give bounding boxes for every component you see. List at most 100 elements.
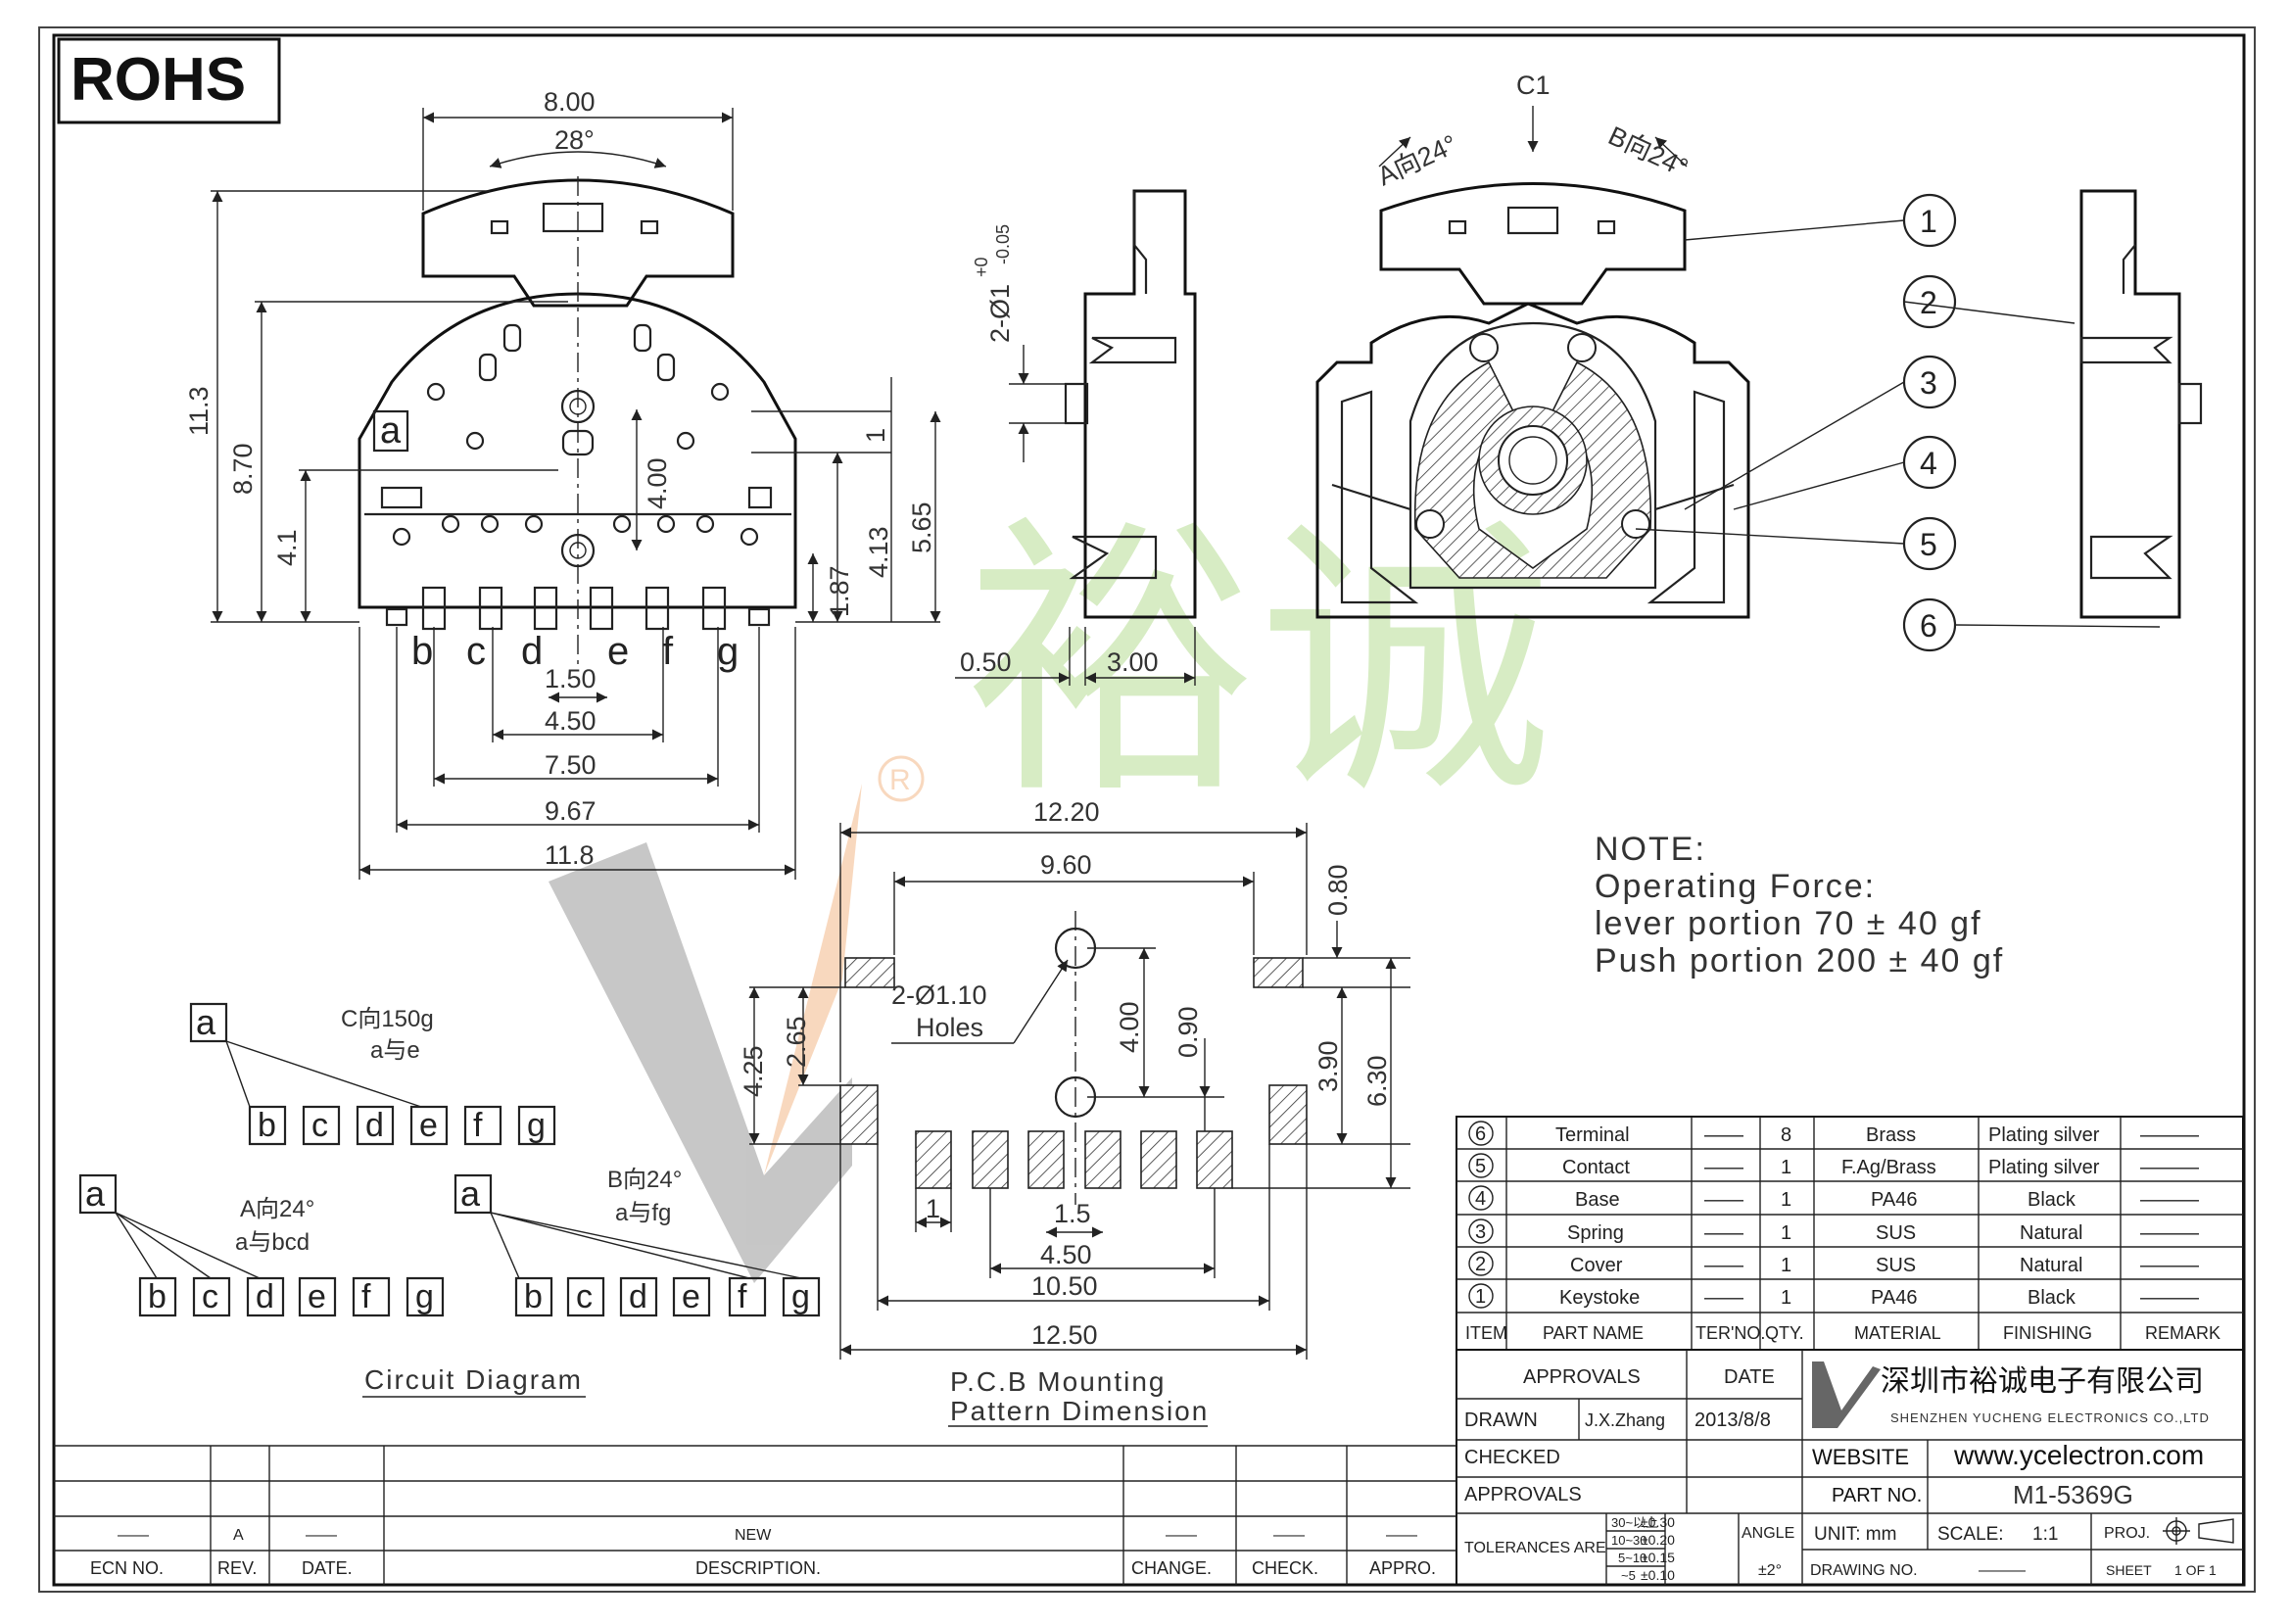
- bom-ter: ——: [1704, 1287, 1743, 1309]
- c3-e: e: [682, 1278, 700, 1315]
- bom-item: 4: [1475, 1188, 1486, 1210]
- tb-drawn-date: 2013/8/8: [1694, 1409, 1771, 1431]
- dim-1: 1: [861, 428, 890, 443]
- bom-finishing: Black: [2028, 1189, 2076, 1211]
- c1-d: d: [365, 1107, 384, 1144]
- label-b-dir: B向24°: [1603, 120, 1692, 182]
- c2-g: g: [415, 1278, 434, 1315]
- circuit3-pin-a: a: [460, 1173, 481, 1214]
- rev-h-appro: APPRO.: [1369, 1558, 1436, 1578]
- bom-ter: ——: [1704, 1222, 1743, 1244]
- dim-4-50: 4.50: [545, 706, 597, 736]
- tb-drawing-label: DRAWING NO.: [1810, 1562, 1918, 1579]
- bom-qty: 1: [1781, 1157, 1791, 1178]
- tb-scale-label: SCALE:: [1937, 1524, 2004, 1545]
- tb-tol-r3: 5~10: [1618, 1551, 1647, 1565]
- pcb-dim-4-00: 4.00: [1115, 1001, 1144, 1053]
- c3-c: c: [576, 1278, 593, 1315]
- pcb-dim-2-65: 2.65: [782, 1016, 811, 1068]
- circuit2-label: A向24°: [240, 1196, 314, 1222]
- c1-e: e: [419, 1107, 438, 1144]
- bom-ter: ——: [1704, 1157, 1743, 1178]
- tb-tol-v2: ±0.20: [1641, 1532, 1675, 1548]
- side-view: 2-Ø1 +0 -0.05 0.50 3.00: [955, 189, 1197, 686]
- bom-row-5: 5 Contact —— 1 F.Ag/Brass Plating silver…: [1468, 1153, 2199, 1178]
- dim-3-00: 3.00: [1107, 647, 1159, 677]
- callout-6-label: 6: [1920, 608, 1937, 644]
- bom-remark: ———: [2140, 1255, 2199, 1276]
- bom-name: Contact: [1562, 1157, 1630, 1178]
- tb-angle-label: ANGLE: [1742, 1525, 1794, 1542]
- bom-table: 6 Terminal —— 8 Brass Plating silver ———…: [1456, 1116, 2244, 1351]
- pcb-dim-holes-label: Holes: [916, 1013, 983, 1042]
- bom-row-6: 6 Terminal —— 8 Brass Plating silver ———: [1468, 1121, 2199, 1146]
- dim-11-3: 11.3: [184, 386, 214, 436]
- rev-check: ——: [1273, 1527, 1305, 1544]
- tb-company-cn: 深圳市裕诚电子有限公司: [1881, 1365, 2204, 1398]
- bom-remark: ———: [2140, 1287, 2199, 1309]
- tb-sheet-label: SHEET: [2106, 1562, 2152, 1578]
- bom-qty: 8: [1781, 1124, 1791, 1146]
- c2-d: d: [256, 1278, 274, 1315]
- rev-date: ——: [306, 1527, 337, 1544]
- pcb-dim-0-90: 0.90: [1173, 1006, 1203, 1058]
- bom-qty: 1: [1781, 1255, 1791, 1276]
- bom-finishing: Plating silver: [1988, 1124, 2100, 1146]
- tb-part-no: M1-5369G: [2013, 1480, 2133, 1509]
- tb-website: www.ycelectron.com: [1953, 1440, 2204, 1470]
- c3-f: f: [738, 1278, 747, 1315]
- bom-material: SUS: [1876, 1255, 1916, 1276]
- bom-row-1: 1 Keystoke —— 1 PA46 Black ———: [1468, 1283, 2199, 1309]
- company-logo: [1812, 1361, 1881, 1428]
- bom-name: Terminal: [1555, 1124, 1630, 1146]
- note-line-3: Push portion 200 ± 40 gf: [1595, 942, 2004, 979]
- label-c1: C1: [1516, 71, 1551, 100]
- c3-g: g: [791, 1278, 810, 1315]
- bom-material: F.Ag/Brass: [1841, 1157, 1936, 1178]
- bom-h-ter: TER'NO.: [1695, 1323, 1765, 1343]
- outer-frame: [38, 26, 2256, 1593]
- rev-h-rev: REV.: [217, 1558, 257, 1578]
- dim-2-phi1: 2-Ø1: [985, 284, 1015, 343]
- circuit-diagrams: a C向150g a与e b c d e f g a A向24° a与bcd b…: [78, 1002, 821, 1398]
- rev-h-ecn: ECN NO.: [90, 1558, 164, 1578]
- bom-finishing: Natural: [2020, 1222, 2082, 1244]
- tb-tol-v4: ±0.10: [1641, 1567, 1675, 1583]
- bom-remark: ———: [2140, 1124, 2199, 1146]
- note-title: NOTE:: [1595, 831, 1706, 868]
- bom-row-4: 4 Base —— 1 PA46 Black ———: [1468, 1185, 2199, 1211]
- tb-drawn-label: DRAWN: [1464, 1409, 1538, 1431]
- bom-qty: 1: [1781, 1287, 1791, 1309]
- bom-material: PA46: [1871, 1189, 1917, 1211]
- bom-ter: ——: [1704, 1124, 1743, 1146]
- callout-5: 5: [1635, 516, 1957, 571]
- c3-b: b: [524, 1278, 543, 1315]
- front-pin-a: a: [380, 410, 402, 452]
- dim-5-65: 5.65: [907, 502, 936, 553]
- bom-name: Spring: [1567, 1222, 1624, 1244]
- bom-item: 5: [1475, 1156, 1486, 1177]
- bom-row-2: 2 Cover —— 1 SUS Natural ———: [1468, 1251, 2199, 1276]
- pcb-dim-4-25: 4.25: [739, 1045, 768, 1097]
- callout-4-label: 4: [1920, 446, 1937, 481]
- bom-material: SUS: [1876, 1222, 1916, 1244]
- bom-h-item: ITEM: [1465, 1323, 1507, 1343]
- pcb-dim-4-50: 4.50: [1040, 1240, 1092, 1269]
- bom-remark: ———: [2140, 1189, 2199, 1211]
- front-pin-f: f: [662, 630, 674, 673]
- dim-4-1: 4.1: [272, 529, 302, 566]
- rev-rev: A: [233, 1527, 244, 1544]
- dim-0-50: 0.50: [960, 647, 1012, 677]
- circuit1-label: C向150g: [341, 1006, 434, 1032]
- c2-e: e: [308, 1278, 326, 1315]
- bom-item: 2: [1475, 1254, 1486, 1275]
- rev-h-check: CHECK.: [1252, 1558, 1318, 1578]
- bom-name: Keystoke: [1559, 1287, 1640, 1309]
- tb-proj-label: PROJ.: [2104, 1525, 2150, 1542]
- bom-item: 6: [1475, 1123, 1486, 1145]
- c3-d: d: [629, 1278, 647, 1315]
- rohs-badge: ROHS: [71, 46, 246, 114]
- dim-9-67: 9.67: [545, 796, 597, 826]
- bom-finishing: Plating silver: [1988, 1157, 2100, 1178]
